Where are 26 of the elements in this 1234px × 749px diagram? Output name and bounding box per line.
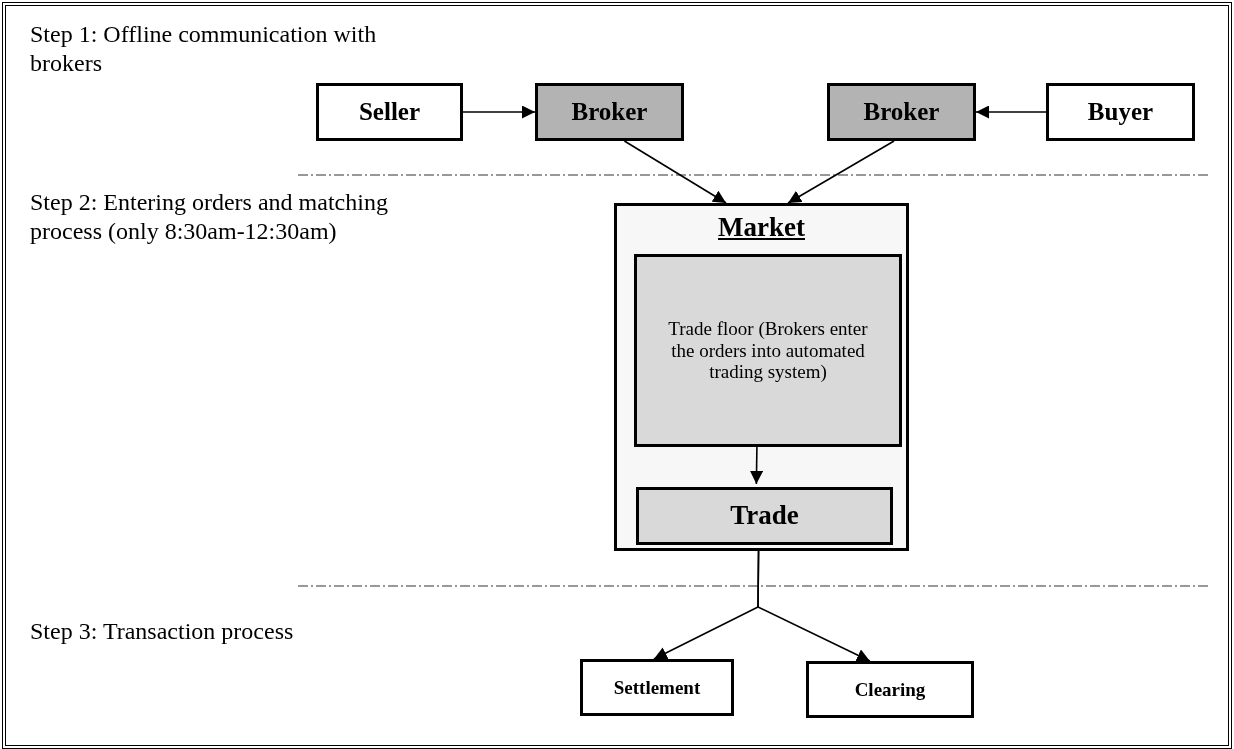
process-box <box>634 254 902 447</box>
arrow <box>623 140 727 204</box>
process-box <box>316 83 463 141</box>
step-label: Step 3: Transaction process <box>30 617 295 646</box>
step-label: Step 2: Entering orders and matching process (only 8:30am-12:30am) <box>30 188 389 246</box>
process-box <box>806 661 974 718</box>
process-box <box>580 659 734 716</box>
box-label: Trade <box>729 499 800 533</box>
step-label: Step 1: Offline communication with brokers <box>30 20 378 78</box>
arrow <box>787 140 895 204</box>
box-label: Trade floor (Brokers enter the orders into automated trading system) <box>667 316 869 385</box>
box-label: Broker <box>862 96 941 127</box>
arrow <box>757 550 871 662</box>
box-label: Broker <box>570 96 649 127</box>
arrow <box>975 105 1047 119</box>
box-label: Clearing <box>853 677 927 702</box>
box-label: Buyer <box>1086 96 1155 127</box>
process-box <box>636 487 893 545</box>
arrow <box>462 105 536 119</box>
container-box <box>614 203 909 551</box>
process-box <box>827 83 976 141</box>
process-box <box>535 83 684 141</box>
box-heading: Market <box>717 211 806 244</box>
box-label: Settlement <box>612 675 702 700</box>
process-box <box>1046 83 1195 141</box>
box-label: Seller <box>357 96 422 127</box>
